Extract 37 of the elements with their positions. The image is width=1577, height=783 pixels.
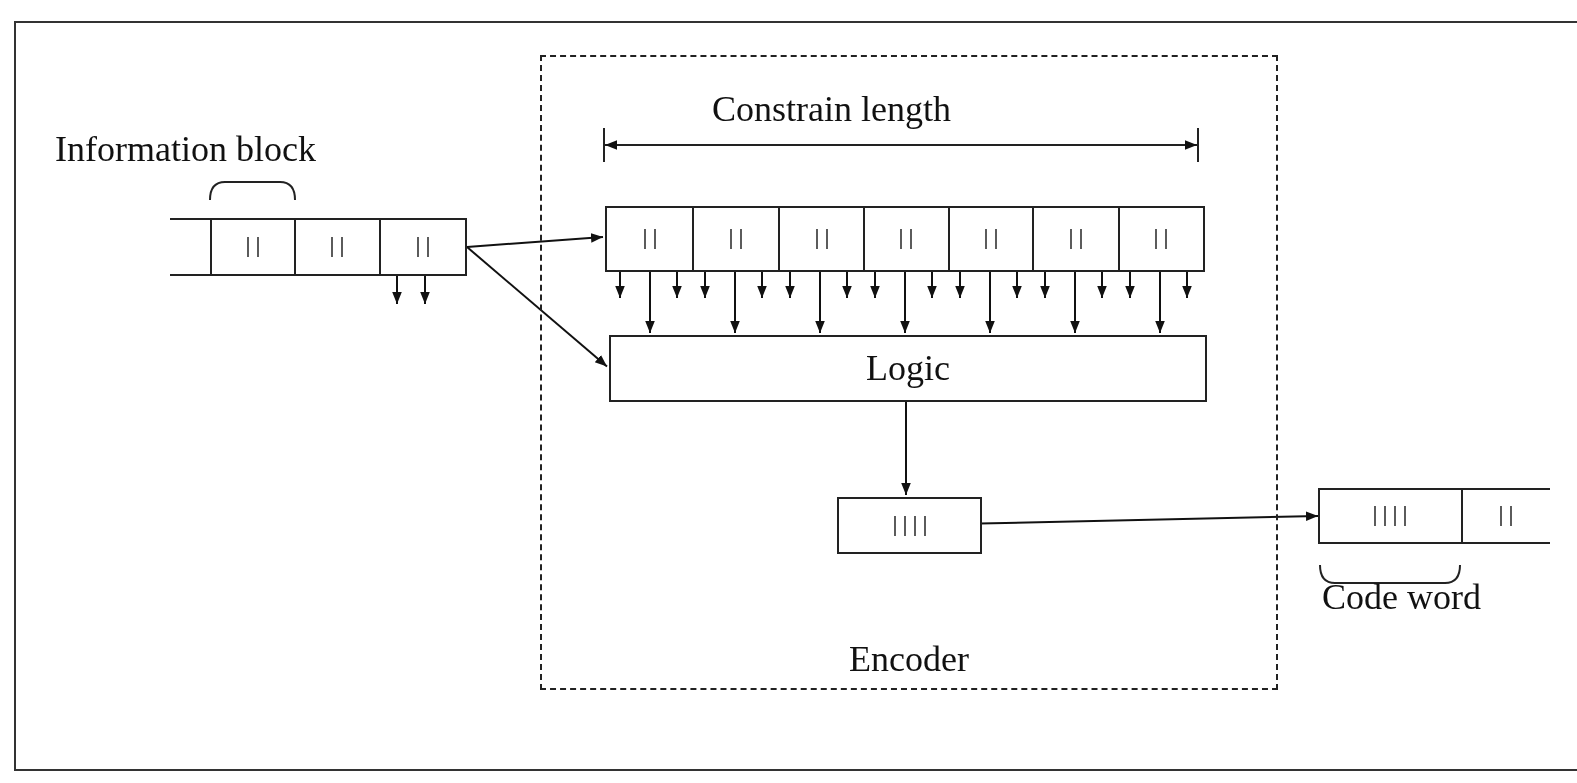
arrow xyxy=(785,269,795,299)
arrow xyxy=(757,269,767,299)
shift-register xyxy=(605,206,1205,272)
arrow xyxy=(985,269,995,334)
register-label: Code word xyxy=(1322,578,1481,618)
shift-register xyxy=(1318,488,1550,544)
arrow xyxy=(901,399,911,496)
arrow xyxy=(645,269,655,334)
register-label: Constrain length xyxy=(712,90,951,130)
shift-register xyxy=(837,497,982,554)
arrow xyxy=(1097,269,1107,299)
arrow xyxy=(842,269,852,299)
arrow xyxy=(466,233,604,248)
arrow xyxy=(615,269,625,299)
register-label: Information block xyxy=(55,130,316,170)
arrow xyxy=(870,269,880,299)
arrow xyxy=(392,275,402,305)
arrow xyxy=(1012,269,1022,299)
arrow xyxy=(815,269,825,334)
arrow xyxy=(979,511,1319,525)
arrow xyxy=(672,269,682,299)
arrow xyxy=(955,269,965,299)
arrow xyxy=(420,275,430,305)
shift-register xyxy=(170,218,467,276)
arrow xyxy=(1182,269,1192,299)
arrow xyxy=(1070,269,1080,334)
arrow xyxy=(900,269,910,334)
arrow xyxy=(927,269,937,299)
arrow xyxy=(1125,269,1135,299)
process-box: Logic xyxy=(609,335,1207,402)
group-label: Encoder xyxy=(849,640,969,680)
encoder-boundary xyxy=(540,55,1278,690)
arrow xyxy=(1040,269,1050,299)
arrow xyxy=(700,269,710,299)
arrow xyxy=(730,269,740,334)
arrow xyxy=(1155,269,1165,334)
arrow xyxy=(466,246,608,368)
